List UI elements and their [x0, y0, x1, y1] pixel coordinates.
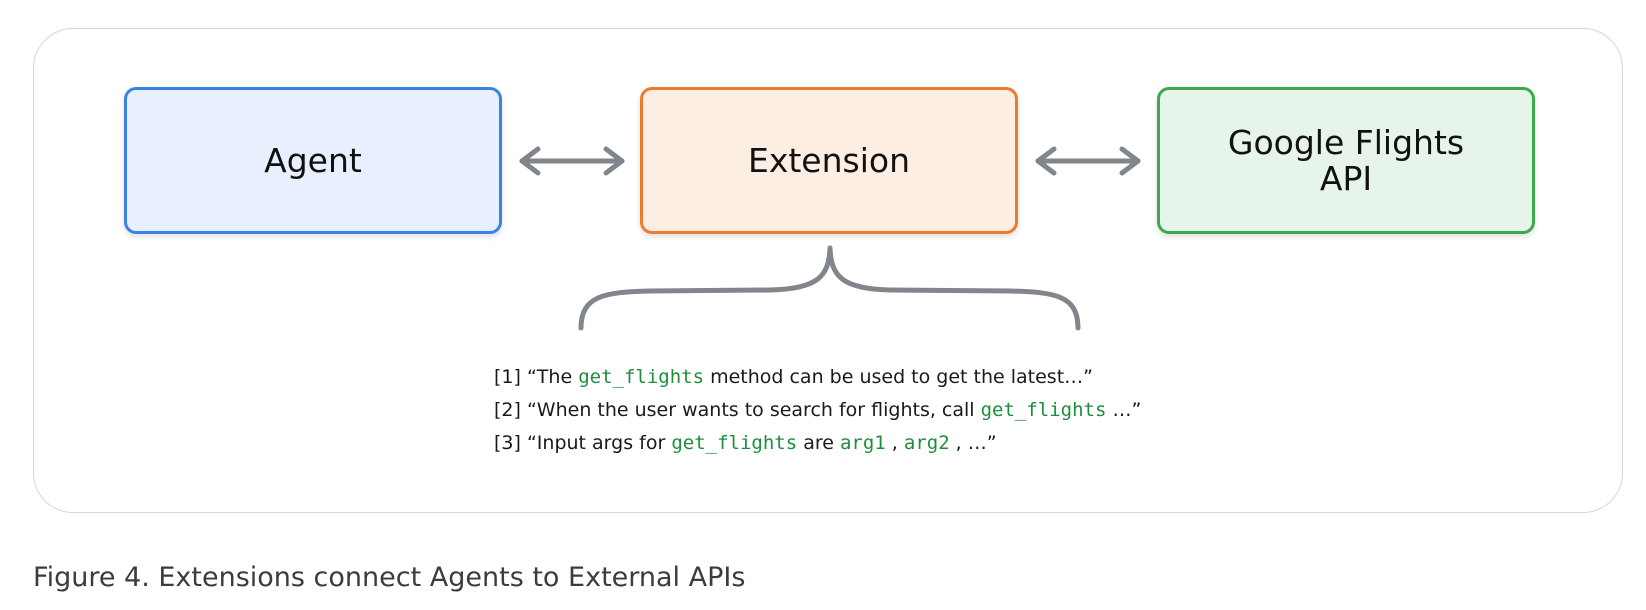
example-3-text: [3] “Input args for: [494, 432, 672, 454]
example-2-text: [2] “When the user wants to search for f…: [494, 399, 981, 421]
example-line-2: [2] “When the user wants to search for f…: [494, 394, 1141, 427]
example-3-arg1-code: arg1: [839, 432, 886, 454]
example-line-1: [1] “The get_flights method can be used …: [494, 361, 1141, 394]
agent-box-label: Agent: [264, 140, 362, 180]
example-2-text-end: …”: [1106, 399, 1142, 421]
example-line-3: [3] “Input args for get_flights are arg1…: [494, 427, 1141, 460]
example-2-code: get_flights: [980, 399, 1107, 421]
example-3-separator: ,: [885, 432, 904, 454]
extension-box: Extension: [640, 87, 1018, 234]
api-box-label-line1: Google Flights: [1227, 122, 1465, 162]
example-1-code: get_flights: [578, 366, 705, 388]
example-3-code: get_flights: [671, 432, 798, 454]
example-3-arg2-code: arg2: [903, 432, 950, 454]
api-box-label-line2: API: [1319, 158, 1373, 198]
extension-box-label: Extension: [747, 140, 910, 180]
agent-box: Agent: [124, 87, 502, 234]
example-3-text-mid: are: [797, 432, 840, 454]
example-1-text-end: method can be used to get the latest…”: [704, 366, 1094, 388]
example-1-text: [1] “The: [494, 366, 579, 388]
google-flights-api-box: Google Flights API: [1157, 87, 1535, 234]
figure-caption: Figure 4. Extensions connect Agents to E…: [33, 562, 746, 593]
example-3-text-end: , …”: [949, 432, 997, 454]
extension-examples: [1] “The get_flights method can be used …: [494, 361, 1141, 460]
